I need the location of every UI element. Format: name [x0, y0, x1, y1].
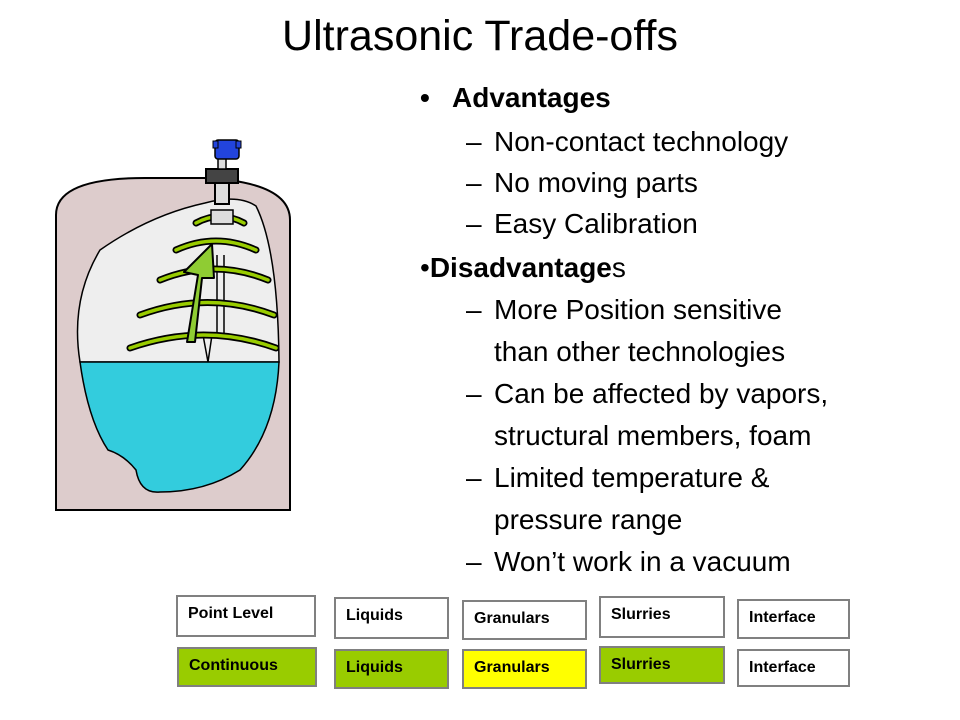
advantage-item: –Non-contact technology [466, 122, 788, 162]
ultrasonic-echo-arcs [126, 213, 280, 352]
advantage-item: –No moving parts [466, 163, 698, 203]
transmitter-head-icon [205, 139, 242, 225]
tag-liquids: Liquids [334, 597, 449, 639]
bullet-advantages: • Advantages [420, 78, 611, 118]
slide-title: Ultrasonic Trade-offs [282, 12, 678, 60]
tag-slurries-selected: Slurries [599, 646, 725, 684]
advantage-item: –Easy Calibration [466, 204, 698, 244]
disadvantage-item-continued: than other technologies [494, 336, 786, 367]
disadvantages-heading: Disadvantage [429, 252, 612, 283]
dash-marker: – [466, 294, 482, 325]
disadvantage-item: –Won’t work in a vacuum [466, 542, 791, 582]
dash-marker: – [466, 378, 482, 409]
dash-marker: – [466, 126, 482, 157]
disadvantage-item-continued: structural members, foam [494, 420, 812, 451]
tank-illustration [55, 139, 291, 511]
disadvantages-heading-suffix: s [611, 252, 626, 283]
tag-slurries: Slurries [599, 596, 725, 638]
bullet-marker: • [420, 82, 430, 113]
tag-point-level: Point Level [176, 595, 316, 637]
advantages-heading: Advantages [452, 82, 611, 113]
disadvantage-item: –Limited temperature & [466, 458, 769, 498]
disadvantage-item-continued: pressure range [494, 504, 683, 535]
dash-marker: – [466, 208, 482, 239]
dash-marker: – [466, 167, 482, 198]
bullet-marker: • [420, 252, 430, 283]
dash-marker: – [466, 462, 482, 493]
tag-granulars: Granulars [462, 600, 587, 640]
tag-interface: Interface [737, 599, 850, 639]
disadvantage-item: –Can be affected by vapors, [466, 374, 828, 414]
tag-liquids-selected: Liquids [334, 649, 449, 689]
tag-continuous-selected: Continuous [177, 647, 317, 687]
up-arrow-icon [183, 243, 215, 343]
disadvantage-item: –More Position sensitive [466, 290, 782, 330]
liquid-surface [79, 361, 280, 493]
tag-granulars-highlighted: Granulars [462, 649, 587, 689]
dash-marker: – [466, 546, 482, 577]
bullet-disadvantages: •Disadvantages [420, 248, 626, 288]
tag-interface-unselected: Interface [737, 649, 850, 687]
